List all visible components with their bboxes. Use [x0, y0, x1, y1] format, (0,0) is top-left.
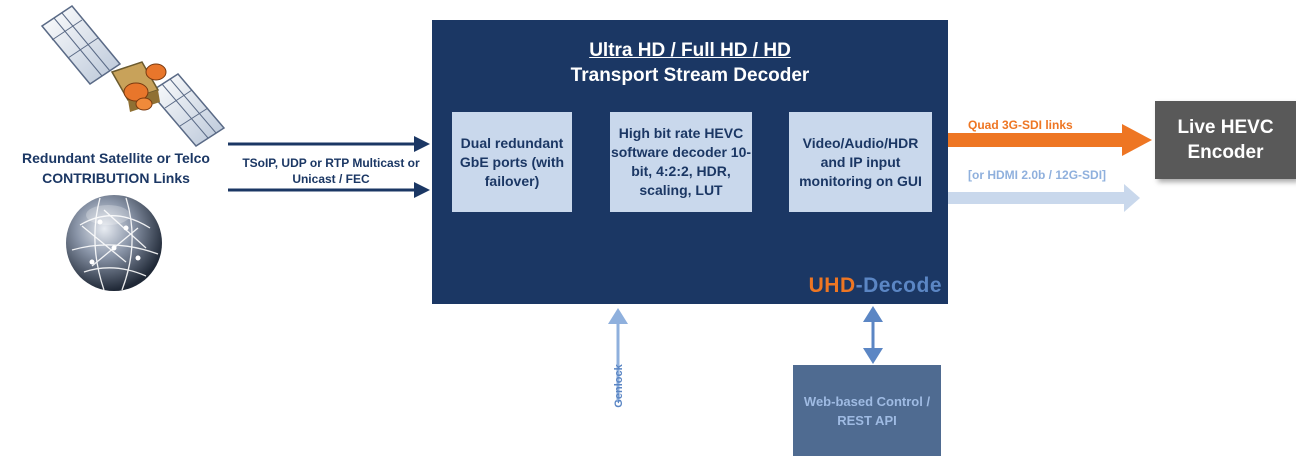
protocol-label: TSoIP, UDP or RTP Multicast or Unicast /… — [242, 156, 420, 186]
control-arrow — [863, 306, 883, 364]
satellite-icon — [40, 5, 226, 147]
input-arrow-top — [228, 136, 430, 152]
decoder-title: Ultra HD / Full HD / HD Transport Stream… — [432, 38, 948, 88]
decoder-box-label: High bit rate HEVC software decoder 10-b… — [610, 125, 752, 198]
control-label: Web-based Control / REST API — [803, 393, 931, 428]
encoder-box: Live HEVC Encoder — [1155, 101, 1296, 179]
globe-icon — [66, 195, 162, 291]
decoder-title-line2: Transport Stream Decoder — [570, 65, 810, 86]
decoder-title-line1: Ultra HD / Full HD / HD — [589, 40, 791, 61]
genlock-label: Genlock — [613, 364, 625, 408]
monitor-box: Video/Audio/HDR and IP input monitoring … — [789, 112, 932, 212]
genlock-arrow — [608, 308, 628, 402]
product-brand: UHD-Decode — [790, 274, 942, 298]
brand-decode: -Decode — [855, 274, 942, 297]
decoder-box: High bit rate HEVC software decoder 10-b… — [610, 112, 752, 212]
monitor-box-label: Video/Audio/HDR and IP input monitoring … — [799, 134, 922, 189]
output-arrow-hdmi — [936, 184, 1140, 212]
hdmi-output-label: [or HDMI 2.0b / 12G-SDI] — [968, 168, 1107, 182]
brand-uhd: UHD — [808, 274, 856, 297]
ports-box: Dual redundant GbE ports (with failover) — [452, 112, 572, 212]
output-arrow-sdi — [936, 124, 1152, 156]
sdi-output-label: Quad 3G-SDI links — [968, 118, 1073, 132]
source-label: Redundant Satellite or Telco CONTRIBUTIO… — [22, 150, 210, 186]
ports-box-label: Dual redundant GbE ports (with failover) — [459, 134, 565, 189]
encoder-label: Live HEVC Encoder — [1177, 117, 1274, 163]
input-arrow-bottom — [228, 182, 430, 198]
control-box: Web-based Control / REST API — [793, 365, 941, 456]
